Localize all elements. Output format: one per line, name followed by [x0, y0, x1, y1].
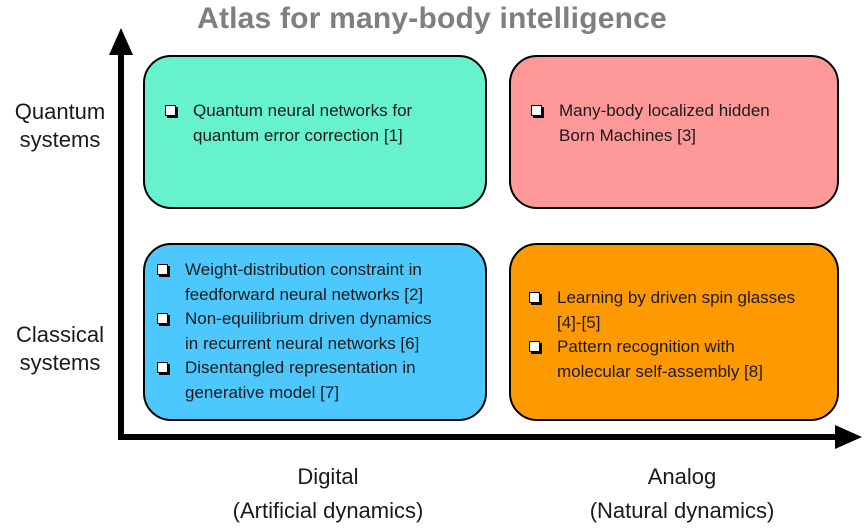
list-item: Non-equilibrium driven dynamics in recurr…	[153, 307, 475, 356]
y-label-classical: Classical systems	[0, 321, 120, 377]
y-label-quantum-line1: Quantum	[14, 99, 106, 124]
x-axis-arrow-icon	[835, 425, 862, 449]
list-item-text-line: [4]-[5]	[557, 312, 601, 332]
list-item-text-line: Weight-distribution constraint in	[185, 260, 422, 279]
list-item-text-line: Quantum neural networks for	[193, 101, 413, 120]
diagram-title: Atlas for many-body intelligence	[197, 2, 667, 35]
x-label-analog-line1: Analog	[647, 464, 717, 489]
list-item-text-line: in recurrent neural networks [6]	[185, 333, 420, 353]
list-item-text-line: generative model [7]	[185, 382, 340, 402]
y-label-quantum: Quantum systems	[0, 98, 120, 154]
y-label-classical-line2: systems	[19, 350, 101, 375]
list-item-text-line: Disentangled representation in	[185, 358, 416, 377]
checkbox-bullet-icon	[157, 264, 168, 275]
quadrant-classical-digital: Weight-distribution constraint in feedfor…	[143, 243, 487, 421]
list-item-text-line: feedforward neural networks [2]	[185, 284, 424, 304]
x-label-digital: Digital (Artificial dynamics)	[198, 460, 458, 528]
checkbox-bullet-icon	[529, 292, 540, 303]
list-item-text-line: molecular self-assembly [8]	[557, 361, 763, 381]
list-item-text-line: quantum error correction [1]	[193, 125, 403, 145]
x-label-analog: Analog (Natural dynamics)	[552, 460, 812, 528]
checkbox-bullet-icon	[157, 313, 168, 324]
checkbox-bullet-icon	[165, 105, 176, 116]
list-item-text-line: Learning by driven spin glasses	[557, 288, 796, 307]
list-item: Quantum neural networks for quantum error…	[161, 99, 473, 148]
list-item: Weight-distribution constraint in feedfor…	[153, 258, 475, 307]
checkbox-bullet-icon	[157, 362, 168, 373]
quadrant-quantum-digital: Quantum neural networks for quantum error…	[143, 55, 487, 209]
checkbox-bullet-icon	[531, 105, 542, 116]
x-label-digital-line2: (Artificial dynamics)	[232, 498, 424, 523]
y-label-quantum-line2: systems	[19, 127, 101, 152]
y-axis-arrow-icon	[109, 28, 133, 55]
x-label-digital-line1: Digital	[297, 464, 359, 489]
list-item: Disentangled representation in generative…	[153, 356, 475, 405]
checkbox-bullet-icon	[529, 341, 540, 352]
x-label-analog-line2: (Natural dynamics)	[589, 498, 775, 523]
y-label-classical-line1: Classical	[15, 322, 105, 347]
quadrant-classical-analog: Learning by driven spin glasses [4]-[5] Pa…	[509, 243, 839, 421]
list-item: Pattern recognition with molecular self-a…	[525, 335, 827, 384]
list-item-text-line: Pattern recognition with	[557, 337, 735, 356]
list-item: Learning by driven spin glasses [4]-[5]	[525, 286, 827, 335]
list-item-text-line: Born Machines [3]	[559, 125, 697, 145]
list-item-text-line: Non-equilibrium driven dynamics	[185, 309, 432, 328]
list-item-text-line: Many-body localized hidden	[559, 101, 770, 120]
